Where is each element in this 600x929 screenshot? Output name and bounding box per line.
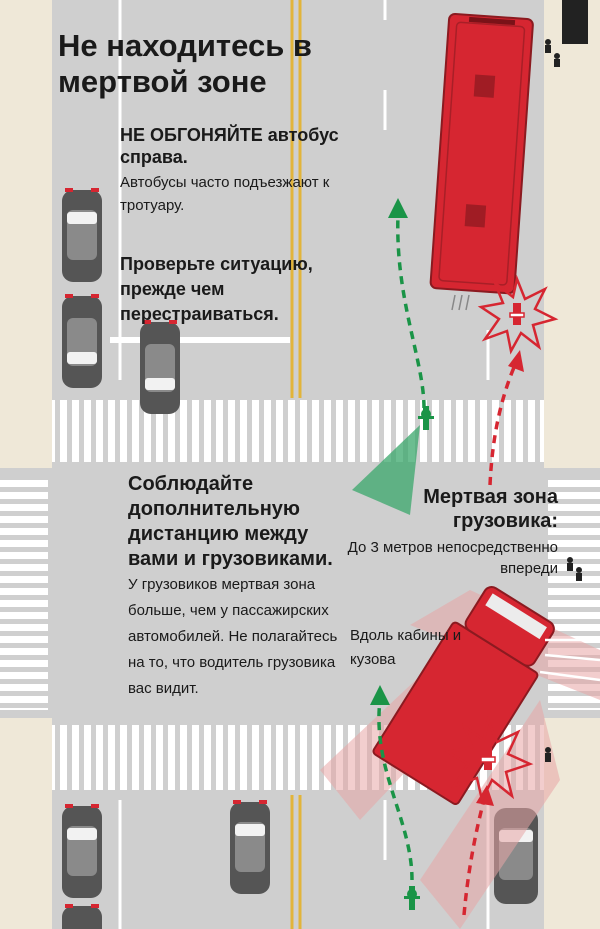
sidewalk-top-right <box>544 0 600 468</box>
tip-trucks: Соблюдайте дополнительную дистанцию межд… <box>128 472 338 702</box>
truck-icon <box>372 586 555 806</box>
car-icon <box>140 320 180 414</box>
car-icon <box>62 904 102 929</box>
visibility-cone <box>352 425 420 515</box>
danger-path-top <box>488 364 517 486</box>
truck-blind-zone-sides-label: Вдоль кабины и кузова <box>350 627 462 668</box>
crosswalk-top <box>52 400 544 462</box>
bus-icon <box>429 12 534 295</box>
cyclist-path-top <box>396 214 426 409</box>
tip-trucks-heading: Соблюдайте дополнительную дистанцию межд… <box>128 473 333 570</box>
car-icon <box>62 188 102 282</box>
direction-arrow-icon <box>508 350 524 372</box>
cyclist-icon <box>404 886 420 910</box>
truck-blind-zone-note: Мертвая зона грузовика: До 3 метров непо… <box>328 485 558 579</box>
tip-check: Проверьте ситуацию, прежде чем перестраи… <box>120 254 313 324</box>
truck-blind-zone-front: До 3 метров непосредственно впереди <box>347 539 558 577</box>
bus-motion-lines <box>451 294 470 311</box>
pedestrian-icon <box>545 39 560 67</box>
tip-trucks-body: У грузовиков мертвая зона больше, чем у … <box>128 576 338 697</box>
collision-burst-icon <box>444 715 534 804</box>
collision-burst-icon <box>477 274 559 355</box>
cyclist-path-bottom <box>377 699 414 881</box>
truck-motion-lines <box>539 638 600 682</box>
tip-bus-body: Автобусы часто подъезжают к тротуару. <box>120 174 330 214</box>
center-line-bottom <box>290 795 302 929</box>
sidewalk-bottom-right <box>544 718 600 929</box>
danger-path-bottom <box>462 799 486 916</box>
pedestrian-icon <box>545 747 551 762</box>
car-icon <box>62 804 102 898</box>
sidewalk-bottom-left <box>0 718 52 929</box>
tip-bus: НЕ ОБГОНЯЙТЕ автобус справа. Автобусы ча… <box>120 124 390 217</box>
crosswalk-left <box>0 478 48 710</box>
direction-arrow-icon <box>370 685 390 705</box>
sidewalk-top-left <box>0 0 52 468</box>
car-icon <box>230 800 270 894</box>
truck-blind-zone-heading: Мертвая зона грузовика: <box>423 486 558 532</box>
car-icon <box>62 294 102 388</box>
pedestrian-icon <box>567 557 582 581</box>
page-title: Не находитесь в мертвой зоне <box>58 28 312 99</box>
pole <box>562 0 588 44</box>
direction-arrow-icon <box>388 198 408 218</box>
center-line-top <box>290 0 302 398</box>
tip-bus-heading: НЕ ОБГОНЯЙТЕ автобус справа. <box>120 125 339 167</box>
cyclist-icon <box>418 406 434 430</box>
